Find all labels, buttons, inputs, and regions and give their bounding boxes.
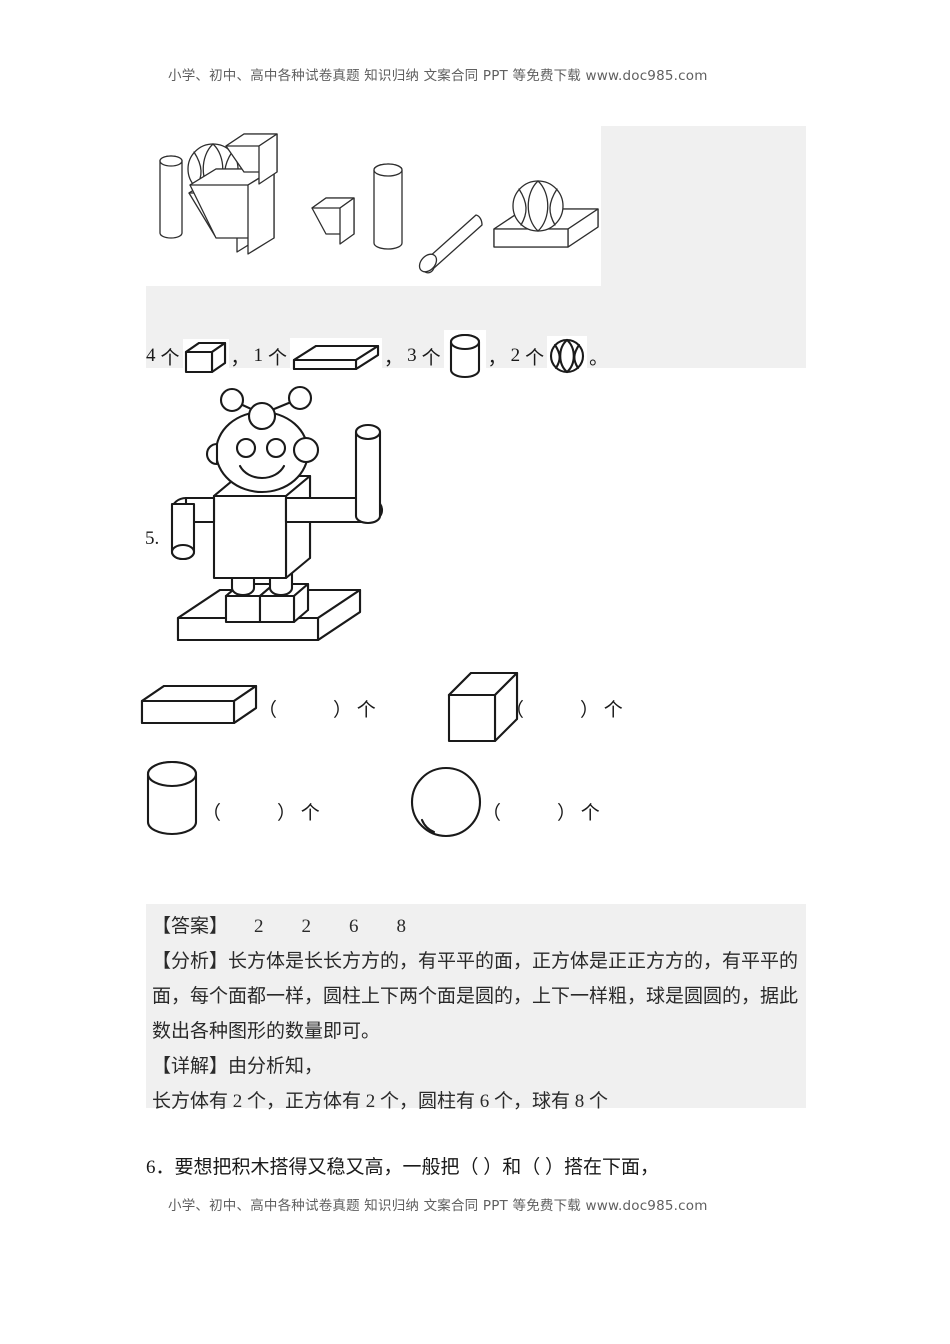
solution-lead: 由分析知， — [228, 1056, 324, 1077]
paren-open: （ — [258, 700, 278, 721]
unit-label: 个 — [603, 700, 623, 721]
count-separator: ， — [487, 347, 507, 369]
sphere-shape — [512, 180, 564, 232]
antenna-shape — [219, 385, 313, 431]
cylinder-icon — [146, 760, 198, 836]
count-separator: ， — [230, 347, 250, 369]
unit-label: 个 — [300, 803, 320, 824]
blank-paren-group[interactable]: （ ） 个 — [258, 695, 376, 722]
paren-open: （ — [482, 803, 502, 824]
analysis-line: 面，每个面都一样，圆柱上下两个面是圆的，上下一样粗，球是圆圆的，据此 — [152, 986, 799, 1007]
unit-label: 个 — [580, 803, 600, 824]
blank-paren-group[interactable]: （ ） 个 — [202, 798, 320, 825]
cube-shape — [311, 197, 355, 245]
answer-value: 6 — [349, 916, 359, 937]
cylinder-shape — [373, 163, 403, 250]
paren-close: ） — [333, 700, 353, 721]
cube-icon — [182, 339, 229, 374]
paren-open: （ — [505, 700, 525, 721]
item-5-number: 5. — [145, 528, 160, 549]
count-number: 2 — [510, 345, 521, 366]
running-footer: 小学、初中、高中各种试卷真题 知识归纳 文案合同 PPT 等免费下载 www.d… — [168, 1198, 708, 1214]
cube-icon — [447, 671, 519, 743]
blank-paren-group[interactable]: （ ） 个 — [482, 798, 600, 825]
blank-paren-group[interactable]: （ ） 个 — [505, 695, 623, 722]
cuboid-shape — [189, 133, 278, 255]
answer-label: 【答案】 — [152, 916, 229, 937]
sphere-icon — [547, 336, 588, 376]
top-solids-figure — [146, 126, 606, 286]
item-6-question: 6．要想把积木搭得又稳又高，一般把（ ）和（ ）搭在下面， — [146, 1157, 660, 1178]
solution-line: 长方体有 2 个，正方体有 2 个，圆柱有 6 个，球有 8 个 — [152, 1091, 609, 1112]
count-item-cylinder: 3 个 ， — [407, 330, 511, 382]
cylinder-icon — [443, 330, 486, 382]
count-unit: 个 — [160, 347, 180, 369]
running-header: 小学、初中、高中各种试卷真题 知识归纳 文案合同 PPT 等免费下载 www.d… — [168, 68, 708, 84]
answer-value: 2 — [301, 916, 312, 937]
count-number: 4 — [146, 345, 156, 366]
analysis-line: 【分析】长方体是长长方方的，有平平的面，正方体是正正方方的，有平平的 — [152, 946, 798, 973]
count-unit: 个 — [268, 347, 288, 369]
paren-close: ） — [557, 803, 577, 824]
cube-shape — [258, 582, 310, 624]
robot-blocks-figure — [170, 385, 420, 650]
paren-close: ） — [277, 803, 297, 824]
solution-line: 【详解】由分析知， — [152, 1051, 323, 1078]
answer-line: 【答案】 2 2 6 8 — [152, 911, 444, 938]
sphere-icon — [410, 766, 482, 838]
analysis-line: 数出各种图形的数量即可。 — [152, 1021, 381, 1042]
unit-label: 个 — [356, 700, 376, 721]
answer-value: 2 — [254, 916, 264, 937]
solution-label: 【详解】 — [152, 1056, 229, 1077]
answer-value: 8 — [396, 916, 407, 937]
cylinder-shape — [418, 214, 483, 274]
count-unit: 个 — [525, 347, 545, 369]
cylinder-shape — [354, 423, 382, 525]
analysis-text: 长方体是长长方方的，有平平的面，正方体是正正方方的，有平平的 — [228, 951, 799, 972]
count-item-sphere: 2 个 。 — [511, 336, 613, 376]
paren-close: ） — [580, 700, 600, 721]
cuboid-icon — [290, 338, 383, 374]
cylinder-shape — [159, 155, 183, 239]
answer-shaded-panel — [146, 904, 806, 1108]
count-number: 1 — [253, 345, 264, 366]
count-item-cube: 4 个 ， — [146, 339, 254, 374]
count-line: 4 个 ， 1 个 — [146, 330, 612, 382]
count-unit: 个 — [421, 347, 441, 369]
cuboid-icon — [140, 684, 258, 725]
paren-open: （ — [202, 803, 222, 824]
count-separator: ， — [384, 347, 404, 369]
count-number: 3 — [407, 345, 417, 366]
count-item-cuboid: 1 个 ， — [254, 338, 408, 374]
cylinder-shape — [170, 502, 196, 561]
count-separator: 。 — [589, 347, 609, 369]
analysis-label: 【分析】 — [152, 951, 229, 972]
